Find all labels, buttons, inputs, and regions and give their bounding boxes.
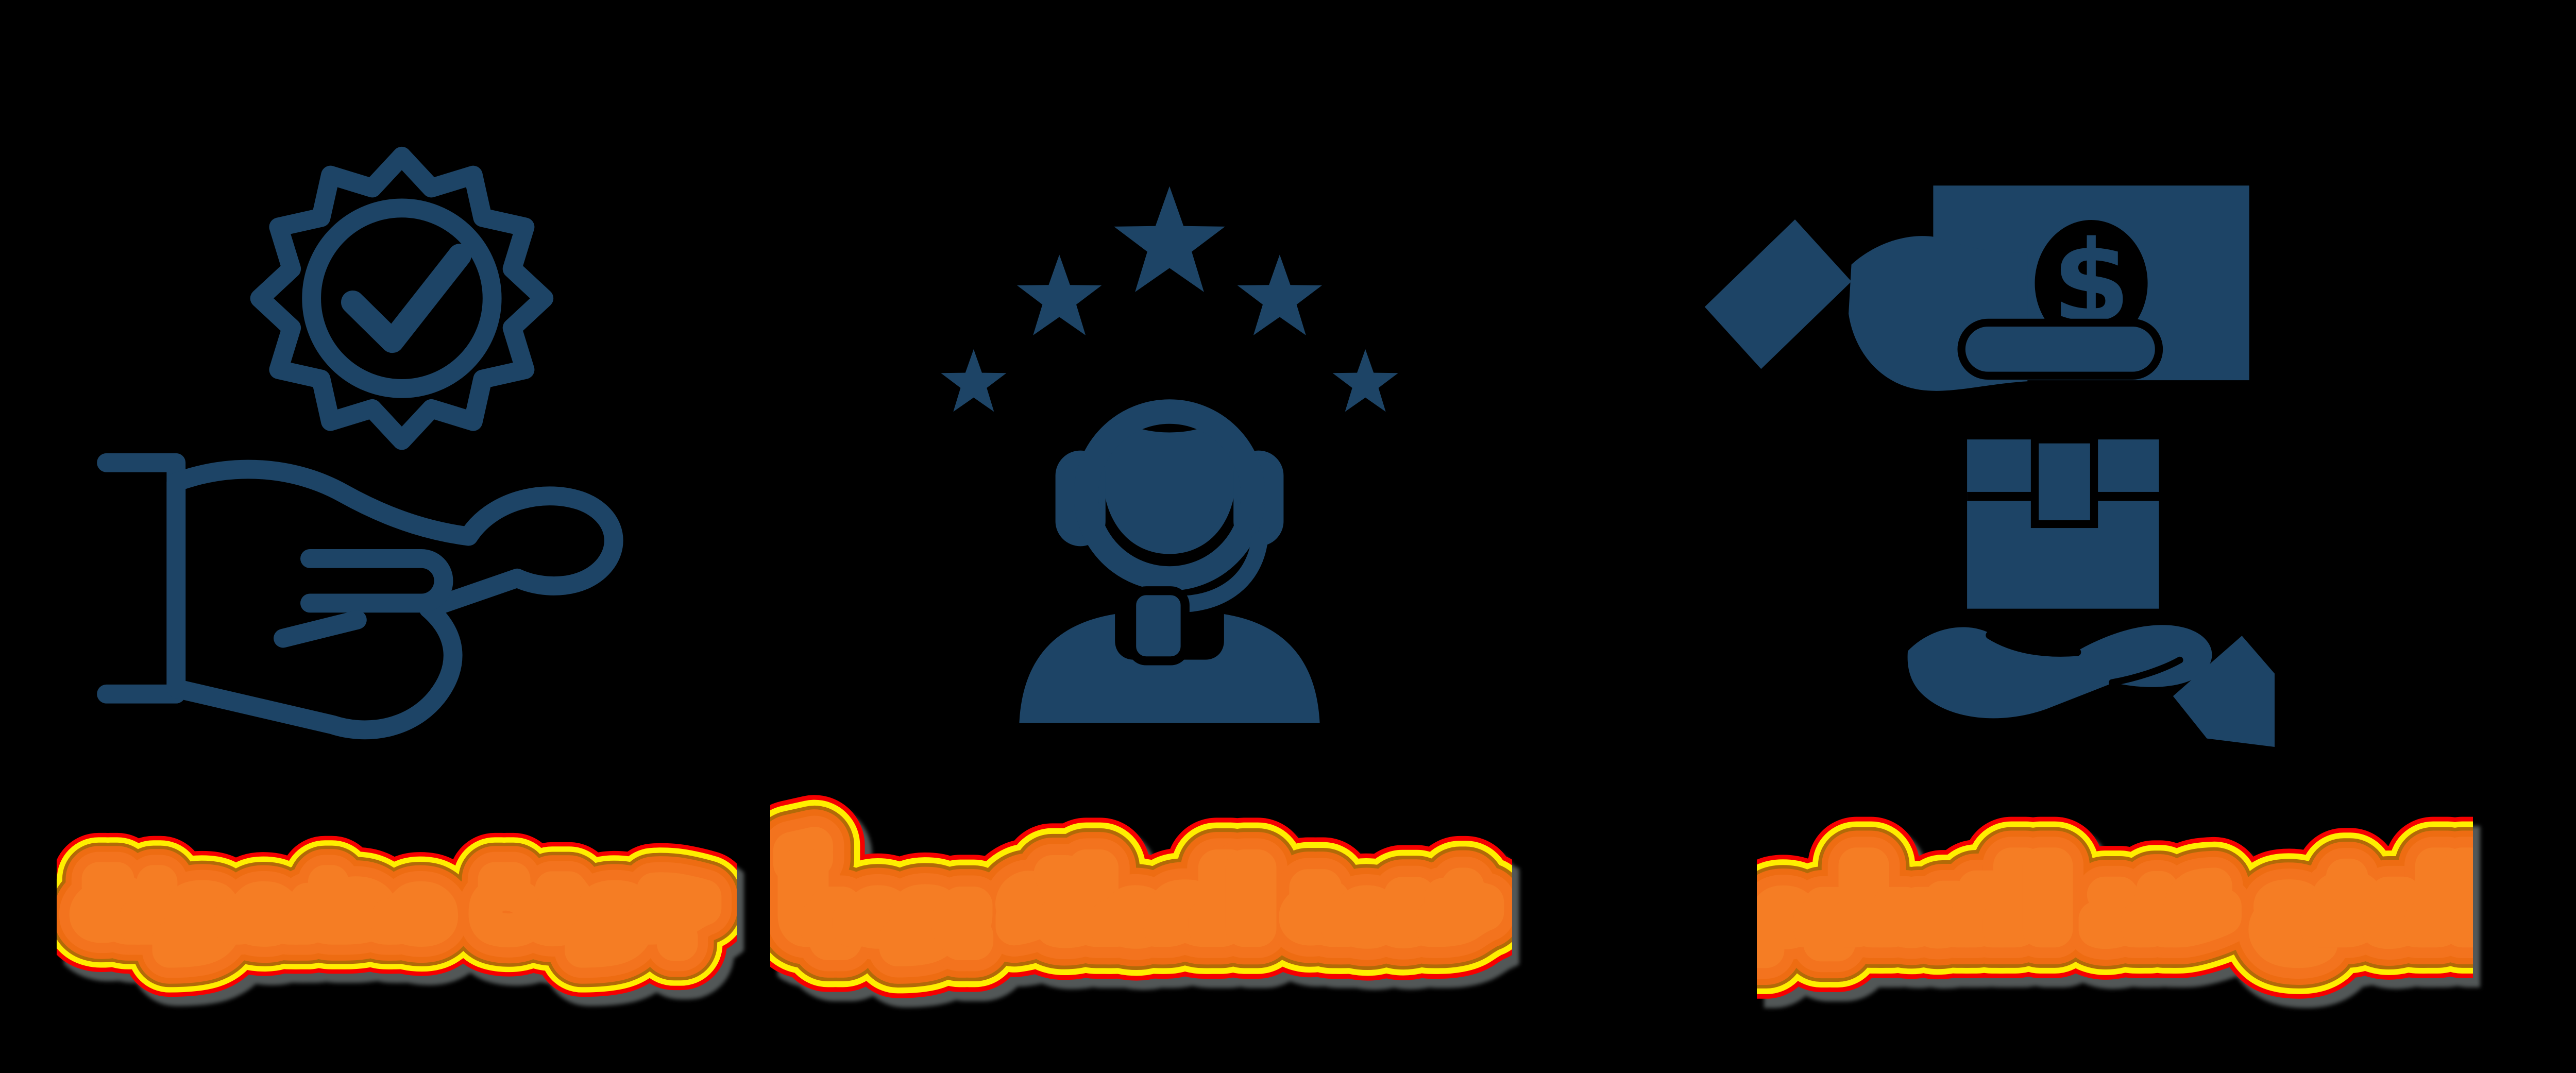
palm-crease — [274, 610, 367, 648]
package-tape — [2030, 435, 2098, 529]
agent-bust — [1019, 614, 1320, 723]
svg-text:خدمة العملاء يومياً: خدمة العملاء يومياً — [789, 845, 1493, 948]
quality-badge-hand-icon — [72, 134, 665, 747]
coin-oval — [2035, 220, 2148, 347]
agent-face — [1103, 421, 1236, 554]
receiving-hand — [1907, 625, 2212, 719]
star-icon — [1237, 254, 1322, 335]
star-icon — [941, 349, 1007, 412]
check-icon — [341, 244, 472, 353]
headset-mic — [1127, 586, 1190, 666]
label-daily-customer-service: خدمة العملاء يومياً خدمة العملاء يومياً … — [770, 747, 1512, 1025]
cash-on-delivery-icon: $ — [1664, 155, 2293, 747]
label-cash-on-delivery: الدفع عند التسليم الدفع عند التسليم الدف… — [1757, 757, 2473, 1025]
star-icon — [1114, 186, 1225, 292]
open-hand — [166, 459, 623, 740]
finger-slit — [2109, 656, 2183, 686]
rosette-seal — [250, 146, 554, 450]
svg-text:الدفع عند التسليم: الدفع عند التسليم — [1757, 851, 2473, 950]
giving-hand-cuff — [1704, 219, 1852, 369]
seal-inner-circle — [302, 198, 502, 398]
star-icon — [1017, 254, 1102, 335]
receiving-hand-cuff — [2173, 636, 2275, 747]
thumb-line — [300, 549, 453, 613]
star-icon — [1332, 349, 1398, 412]
giving-hand-fingers — [1957, 318, 2163, 380]
customer-service-stars-icon — [891, 160, 1448, 747]
svg-text:جودة مضمونة: جودة مضمونة — [80, 840, 714, 951]
thumb-slit — [1986, 631, 2081, 657]
agent-head-ring — [1074, 399, 1265, 591]
hand-cuff — [97, 453, 186, 704]
label-guaranteed-quality: جودة مضمونة جودة مضمونة جودة مضمونة جودة… — [57, 757, 737, 1025]
